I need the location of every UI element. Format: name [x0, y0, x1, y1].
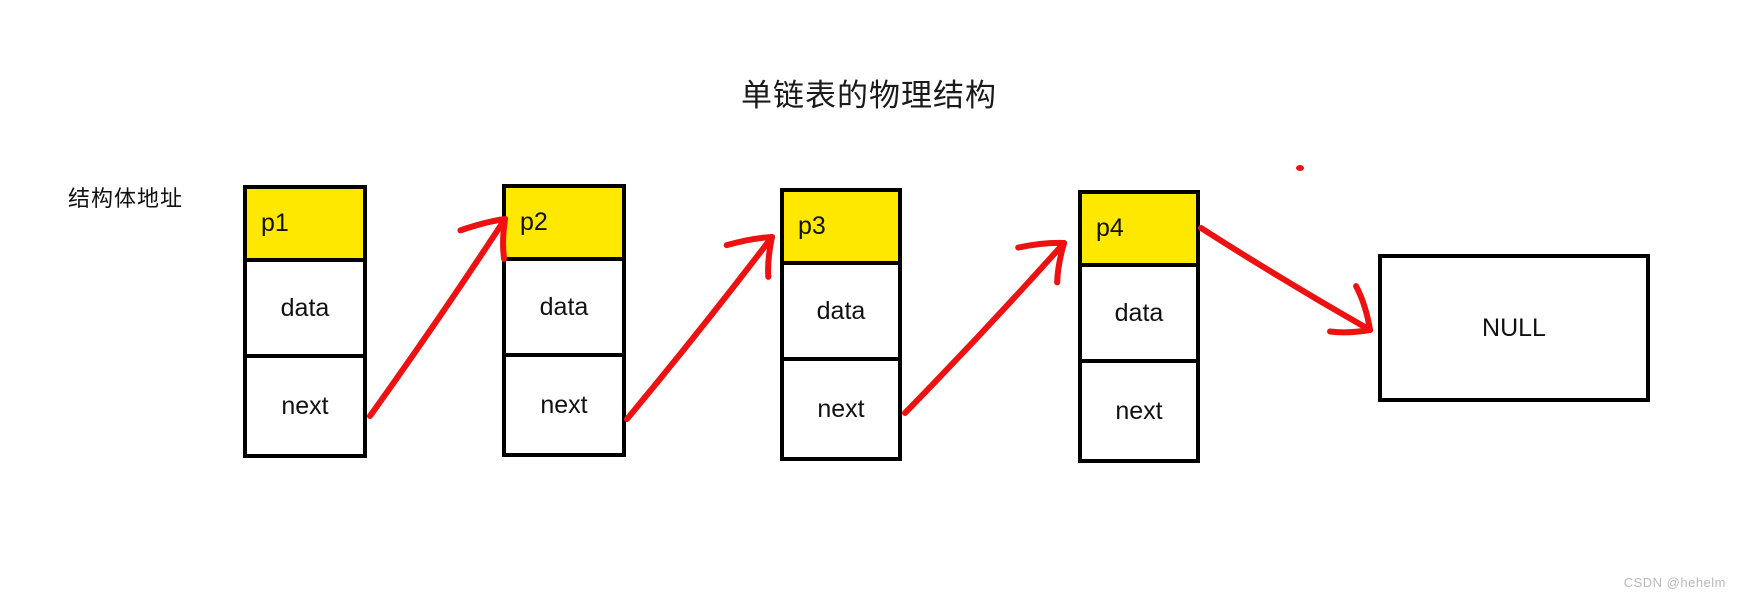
- list-node-p4[interactable]: p4 data next: [1078, 190, 1200, 463]
- side-caption-struct-address: 结构体地址: [68, 186, 184, 211]
- node-next-cell: next: [281, 391, 329, 420]
- watermark: CSDN @hehelm: [1623, 575, 1726, 590]
- list-node-p1[interactable]: p1 data next: [243, 185, 367, 458]
- node-address-cell: p1: [247, 189, 363, 262]
- node-data-cell: data: [247, 262, 363, 358]
- node-data-cell: data: [506, 261, 622, 357]
- node-next-cell: next: [817, 394, 865, 423]
- node-address-cell: p3: [784, 192, 898, 265]
- node-next-cell: next: [540, 390, 588, 419]
- ink-dot-mark: [1296, 165, 1304, 171]
- list-node-p3[interactable]: p3 data next: [780, 188, 902, 461]
- arrow-p4-to-null: [1198, 225, 1373, 336]
- arrow-p2-to-p3: [624, 234, 775, 422]
- node-next-cell: next: [1115, 396, 1163, 425]
- null-terminator-box: NULL: [1378, 254, 1650, 402]
- node-address-cell: p2: [506, 188, 622, 261]
- node-data-cell: data: [784, 265, 898, 361]
- arrow-p1-to-p2: [367, 216, 508, 419]
- node-address-cell: p4: [1082, 194, 1196, 267]
- list-node-p2[interactable]: p2 data next: [502, 184, 626, 457]
- arrow-p3-to-p4: [902, 239, 1067, 416]
- page-title: 单链表的物理结构: [741, 78, 997, 113]
- node-data-cell: data: [1082, 267, 1196, 363]
